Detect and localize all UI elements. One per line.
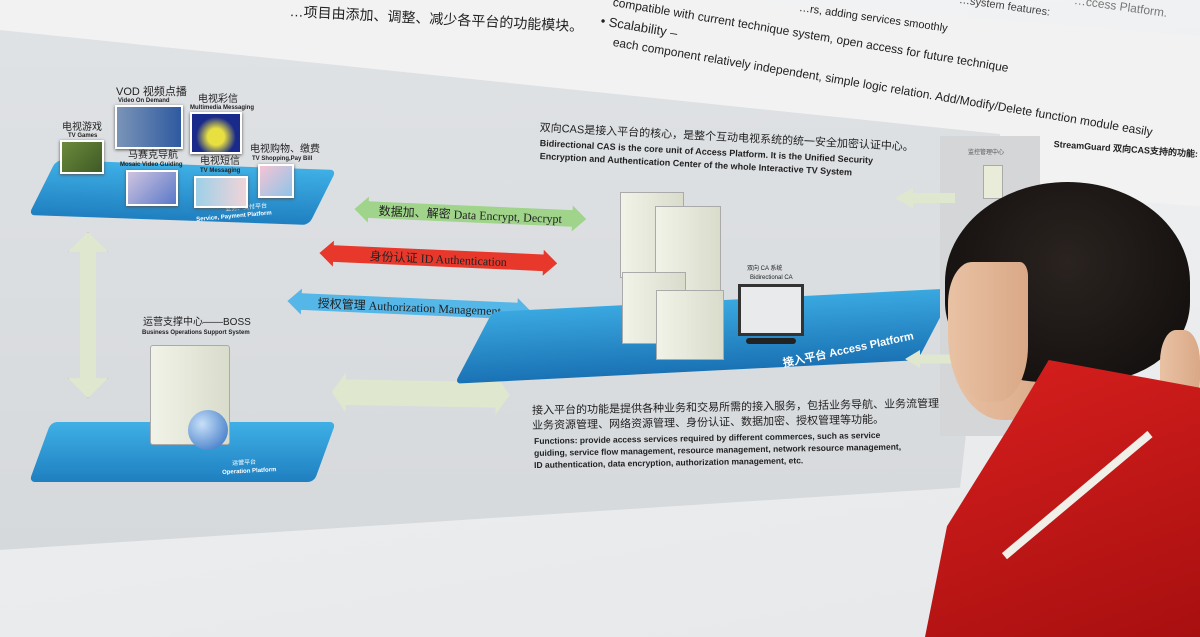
- operation-platform-cn: 运营平台: [232, 459, 257, 467]
- tv-games-thumbnail[interactable]: [60, 140, 104, 174]
- vod-thumbnail[interactable]: [115, 105, 183, 149]
- tv-msg-cn: 电视短信: [200, 156, 240, 167]
- tv-msg-thumbnail[interactable]: [194, 176, 248, 208]
- boss-title: 运营支撑中心——BOSS: [143, 317, 251, 328]
- arrow-left-bottom: [905, 350, 955, 368]
- tv-games-cn: 电视游戏: [62, 122, 102, 133]
- monitor-label-en: Bidirectional CA: [750, 275, 793, 281]
- tv-games-en: TV Games: [68, 133, 98, 139]
- shopping-thumbnail[interactable]: [258, 164, 294, 198]
- vod-cn: VOD 视频点播: [116, 86, 187, 98]
- monitor-stand: [746, 338, 796, 344]
- ca-monitor-icon: [738, 284, 804, 336]
- globe-icon: [188, 410, 228, 450]
- arrow-left-top: [895, 188, 955, 208]
- shopping-en: TV Shopping,Pay Bill: [252, 156, 313, 162]
- person-face-front: [948, 262, 1028, 402]
- cas-server-icon: [656, 290, 724, 360]
- boss-subtitle: Business Operations Support System: [142, 330, 250, 336]
- vod-en: Video On Demand: [118, 98, 170, 104]
- mosaic-thumbnail[interactable]: [126, 170, 178, 206]
- mosaic-cn: 马赛克导航: [128, 150, 178, 161]
- shopping-cn: 电视购物、缴费: [250, 144, 320, 155]
- mms-thumbnail[interactable]: [190, 112, 242, 154]
- mms-cn: 电视彩信: [198, 94, 238, 105]
- tv-msg-en: TV Messaging: [200, 168, 241, 174]
- right-panel-box-cn: 监控管理中心: [968, 150, 1005, 156]
- monitor-center-server-icon: [983, 165, 1003, 199]
- mosaic-en: Mosaic Video Guiding: [120, 162, 183, 168]
- mms-en: Multimedia Messaging: [190, 105, 255, 111]
- monitor-label-cn: 双向 CA 系统: [747, 266, 783, 272]
